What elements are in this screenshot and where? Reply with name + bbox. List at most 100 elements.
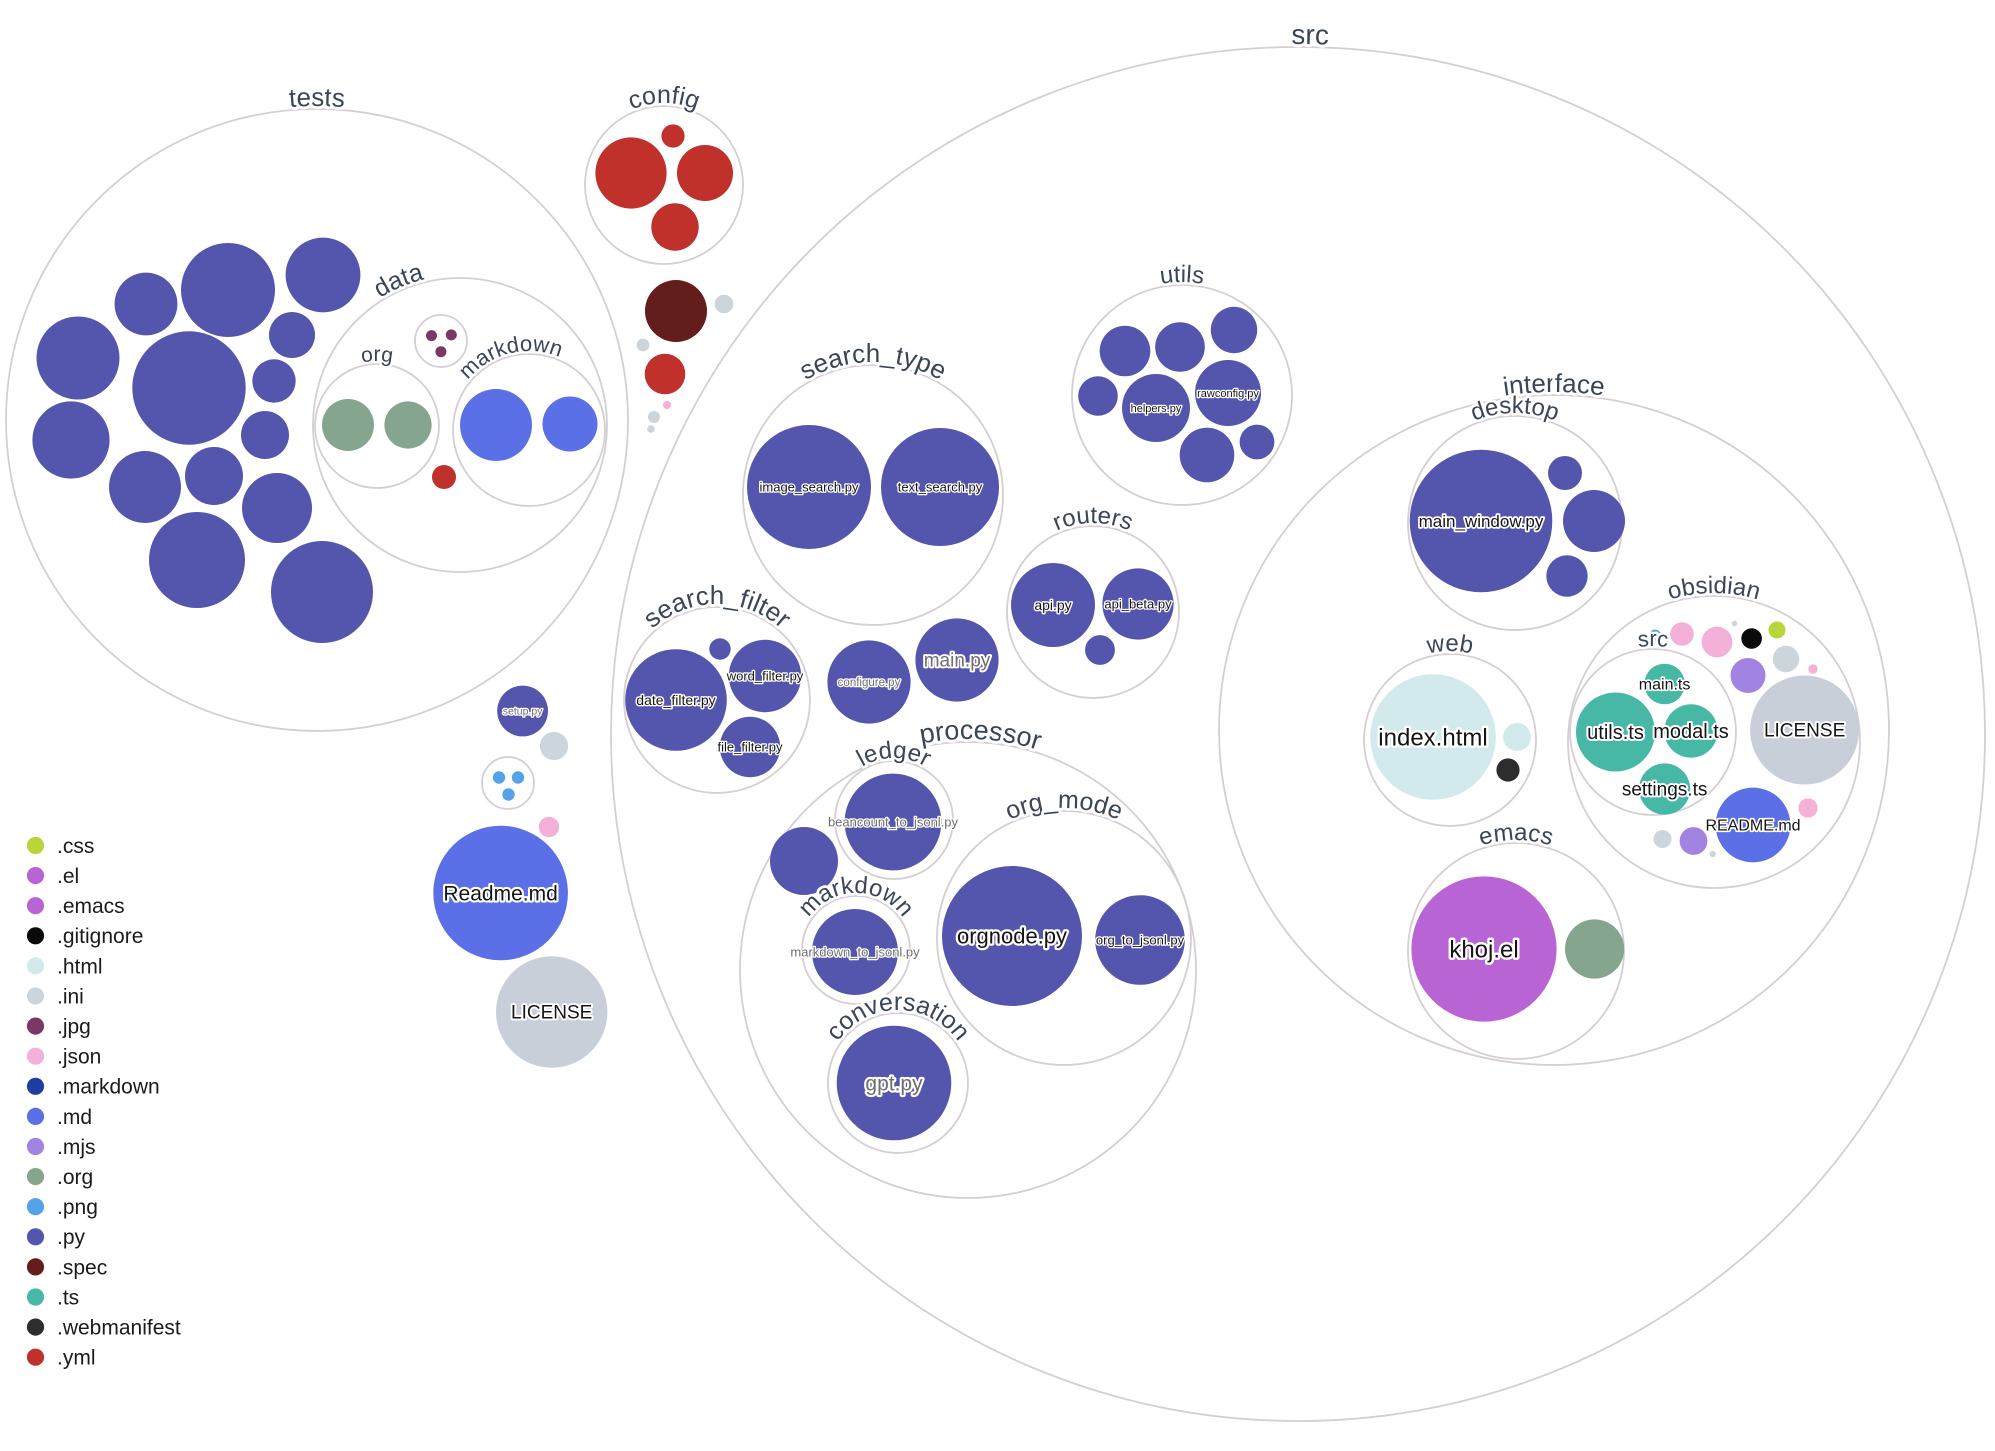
file-main-py-label: main.py xyxy=(924,651,991,672)
file-ob-ini-3-circle xyxy=(1653,830,1672,848)
file-settings-ts-circle xyxy=(1639,763,1691,815)
file-tests-14-circle xyxy=(271,541,373,643)
file-api-beta-py-circle xyxy=(1102,568,1174,640)
file-md-data-1-circle xyxy=(460,389,532,461)
legend: .css.el.emacs.gitignore.html.ini.jpg.jso… xyxy=(26,835,181,1370)
file-license-root-circle xyxy=(496,956,608,1068)
legend-label-png: .png xyxy=(57,1196,98,1219)
file-tests-2-circle xyxy=(114,272,178,336)
file-ob-png-circle xyxy=(1649,629,1661,642)
file-tests-12-circle xyxy=(242,473,312,543)
file-labels: setup.pyReadme.mdLICENSEmain.pyconfigure… xyxy=(441,387,1847,1098)
legend-label-yml: .yml xyxy=(57,1347,96,1370)
folder-src-obsidian-circle xyxy=(1569,648,1737,816)
legend-label-jpg: .jpg xyxy=(57,1015,91,1038)
file-web-2-circle xyxy=(1503,723,1531,751)
file-root-spec-circle xyxy=(645,280,707,342)
file-file-filter-py-circle xyxy=(719,716,781,778)
file-config-4-circle xyxy=(651,203,699,251)
file-modal-ts-circle xyxy=(1664,704,1718,758)
legend-item-json: .json xyxy=(26,1046,101,1069)
legend-swatch-html xyxy=(26,957,45,975)
folder-tests-label: tests xyxy=(288,82,346,113)
file-utils-1-circle xyxy=(1210,306,1258,354)
legend-swatch-css xyxy=(26,836,45,855)
file-gpt-py-label: gpt.py xyxy=(865,1072,923,1095)
legend-label-gitignore: .gitignore xyxy=(57,925,143,948)
folder-png-dir-circle xyxy=(481,756,535,810)
legend-item-el: .el xyxy=(26,865,79,888)
legend-item-mjs: .mjs xyxy=(26,1136,96,1159)
file-utils-3-circle xyxy=(1099,325,1151,377)
file-utils-8-circle xyxy=(1239,424,1275,460)
folder-utils-label: utils xyxy=(1158,261,1206,290)
folder-interface-circle xyxy=(1218,394,1890,1066)
folder-markdown-proc-circle xyxy=(801,895,911,1005)
folder-src-circle xyxy=(610,46,1986,1422)
folder-web-circle xyxy=(1363,653,1537,827)
legend-swatch-mjs xyxy=(26,1137,45,1156)
file-image-search-py-circle xyxy=(747,425,871,549)
legend-label-mjs: .mjs xyxy=(57,1136,96,1159)
file-markdown-py-circle xyxy=(812,909,898,995)
legend-label-py: .py xyxy=(57,1226,86,1249)
legend-label-ini: .ini xyxy=(57,985,84,1008)
file-date-filter-py-circle xyxy=(625,649,727,751)
legend-label-css: .css xyxy=(57,835,94,858)
file-word-filter-py-label: word_filter.py xyxy=(726,669,804,684)
legend-swatch-spec xyxy=(26,1258,45,1276)
file-root-yml-circle xyxy=(644,353,686,395)
file-root-json-2-circle xyxy=(538,816,560,838)
file-license-root-label: LICENSE xyxy=(511,1003,592,1024)
file-root-ini-2-circle xyxy=(636,338,650,352)
file-index-html-circle xyxy=(1370,674,1496,800)
file-config-2-circle xyxy=(677,145,733,201)
file-ob-ini-1-circle xyxy=(1731,620,1738,627)
file-utils-ts-label: utils.ts xyxy=(1587,722,1644,744)
file-ob-json-1-circle xyxy=(1670,622,1694,646)
file-png-3-circle xyxy=(502,788,515,801)
legend-item-md: .md xyxy=(26,1106,92,1129)
file-desktop-2-circle xyxy=(1548,456,1582,490)
file-tests-6-circle xyxy=(132,331,246,445)
legend-swatch-webmanifest xyxy=(26,1318,45,1336)
legend-swatch-ini xyxy=(26,987,45,1005)
folder-web-label: web xyxy=(1424,630,1475,660)
file-orgnode-py-circle xyxy=(942,866,1082,1006)
file-ob-json-2-circle xyxy=(1701,626,1733,658)
legend-label-markdown: .markdown xyxy=(57,1076,160,1099)
legend-item-spec: .spec xyxy=(26,1256,107,1279)
file-date-filter-py-label: date_filter.py xyxy=(636,692,715,708)
folder-ledger-circle xyxy=(834,760,954,880)
file-image-search-py-label: image_search.py xyxy=(760,480,859,495)
file-md-data-2-circle xyxy=(542,396,598,452)
file-word-filter-py-circle xyxy=(728,639,802,713)
file-tests-10-circle xyxy=(109,451,181,523)
file-root-ini-4-circle xyxy=(647,425,655,433)
file-config-3-circle xyxy=(661,124,685,148)
file-tests-8-circle xyxy=(32,401,110,479)
file-emacs-org-circle xyxy=(1565,919,1625,979)
file-config-1-circle xyxy=(595,137,667,209)
file-readme-ob-circle xyxy=(1715,787,1791,863)
file-readme-root-label: Readme.md xyxy=(443,882,557,905)
file-ob-json-3-circle xyxy=(1808,664,1818,674)
folder-interface-label: interface xyxy=(1501,368,1607,402)
file-helpers-py-circle xyxy=(1122,374,1190,442)
legend-label-spec: .spec xyxy=(57,1256,107,1279)
file-ob-css-circle xyxy=(1768,621,1786,639)
file-readme-ob-label: README.md xyxy=(1705,818,1800,835)
file-index-html-label: index.html xyxy=(1378,724,1487,751)
file-search-filter-4-circle xyxy=(709,638,731,660)
folder-utils-circle xyxy=(1071,284,1293,506)
file-tests-13-circle xyxy=(149,512,245,608)
folder-jpg-dir-circle xyxy=(414,314,468,368)
file-main-ts-circle xyxy=(1644,663,1685,705)
file-main-ts-label: main.ts xyxy=(1639,677,1691,694)
folder-org-circle xyxy=(314,363,440,489)
folder-processor-circle xyxy=(739,741,1197,1199)
folder-routers-circle xyxy=(1006,525,1180,699)
legend-label-webmanifest: .webmanifest xyxy=(57,1316,181,1339)
file-ob-gitignore-circle xyxy=(1741,628,1762,649)
file-gpt-py-circle xyxy=(836,1025,952,1141)
